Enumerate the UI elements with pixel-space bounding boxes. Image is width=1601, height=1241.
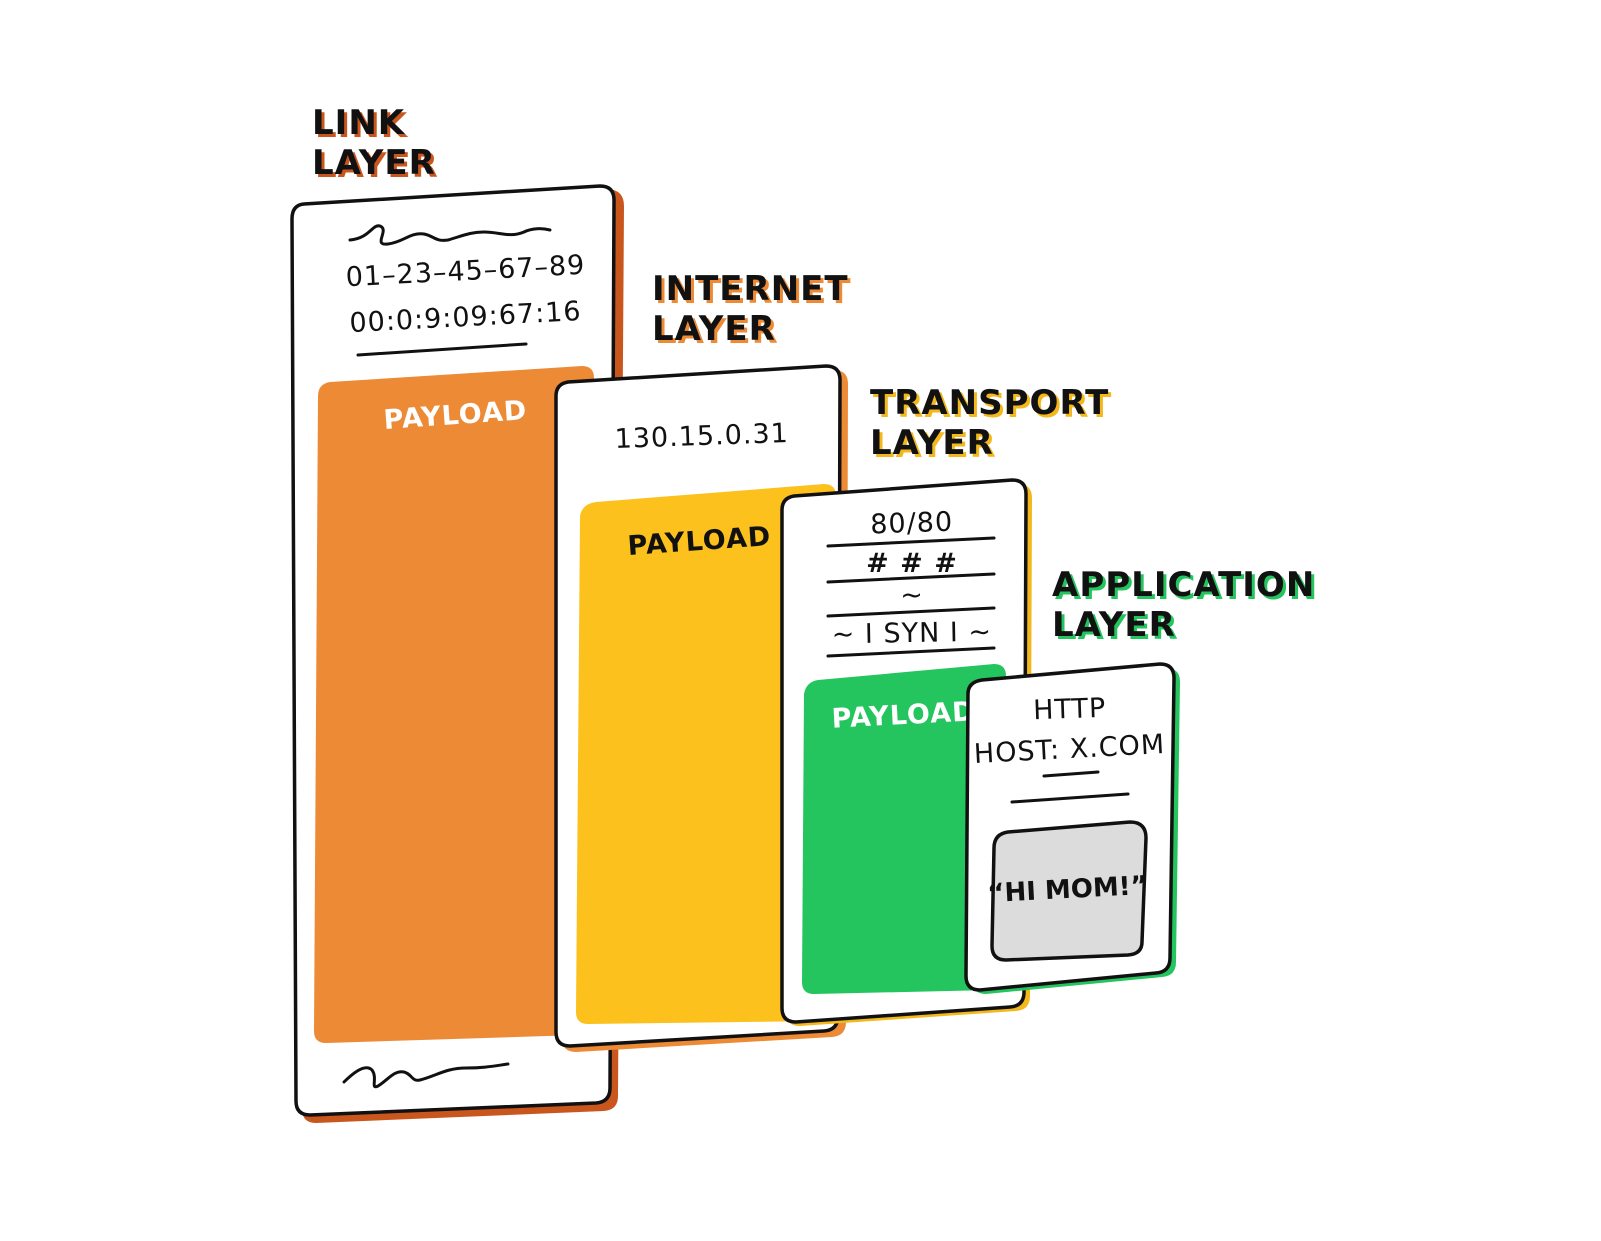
application-layer-title-line2-shadow: LAYER [1055,608,1179,648]
transport-layer-title-line2: LAYER [870,423,994,463]
internet-layer-frame: 130.15.0.31 PAYLOAD [554,364,848,1052]
transport-divider-4 [826,646,996,658]
transport-ports: 80/80 [870,507,954,541]
transport-payload-label: PAYLOAD [831,696,976,734]
application-host-underline [1042,770,1100,778]
internet-payload-box [576,484,836,1024]
application-layer-title-line1-shadow: APPLICATION [1055,568,1318,608]
internet-layer-title-line2-shadow: LAYER [655,312,779,352]
transport-layer-title-line1: TRANSPORT [870,383,1109,423]
transport-layer-title-line2-shadow: LAYER [873,426,997,466]
transport-syn-flag: ~ I SYN I ~ [831,617,992,651]
application-layer-frame: HTTP HOST: X.COM “HI MOM!” [964,662,1180,994]
link-footer-squiggle [342,1062,510,1089]
internet-layer-title-line1: INTERNET [652,269,849,309]
link-layer-title-line2: LAYER [312,143,436,183]
link-layer-title-line1-front: LINK [312,103,406,143]
transport-tilde: ~ [900,580,924,611]
transport-payload-box [802,664,1006,994]
internet-ip-address: 130.15.0.31 [614,418,789,455]
link-header-divider [356,342,528,357]
internet-layer-title-line2: LAYER [652,309,776,349]
application-layer-title-line2: LAYER [1052,605,1176,645]
transport-layer-title-line1-shadow: TRANSPORT [873,386,1112,426]
link-header-squiggle [348,224,552,246]
transport-hashes: # # # [866,548,958,579]
application-layer-title-line1: APPLICATION [1052,565,1315,605]
link-payload-box [314,366,594,1043]
link-layer-frame: 01–23–45–67–89 00:0:9:09:67:16 PAYLOAD [290,184,624,1123]
transport-divider-3 [826,606,996,618]
application-message-box [990,820,1148,962]
transport-divider-2 [826,572,996,584]
transport-layer-title: TRANSPORT TRANSPORT LAYER LAYER [870,383,1112,466]
application-protocol: HTTP [1033,693,1107,727]
application-header-divider [1010,792,1130,804]
link-layer-title-line1: LINK [315,106,409,146]
internet-layer-title: INTERNET INTERNET LAYER LAYER [652,269,852,352]
link-layer-title: LINK LINK LAYER LAYER [312,103,439,186]
internet-layer-title-line1-shadow: INTERNET [655,272,852,312]
transport-divider-1 [826,536,996,548]
application-layer-title: APPLICATION APPLICATION LAYER LAYER [1052,565,1318,648]
link-layer-title-line2-shadow: LAYER [315,146,439,186]
